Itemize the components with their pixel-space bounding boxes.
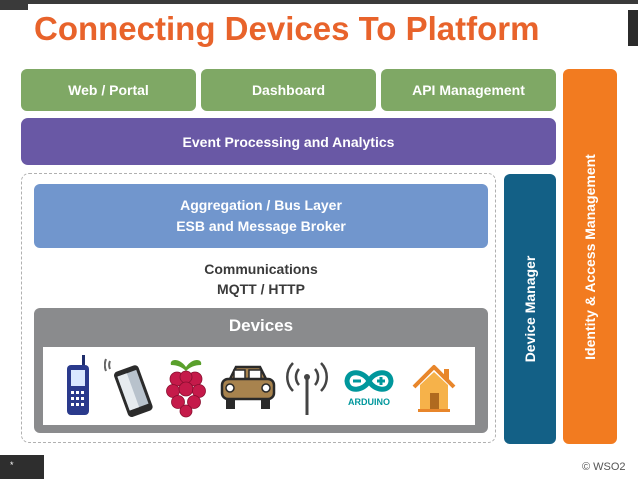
device-layer-container xyxy=(21,173,496,443)
slide-number: * xyxy=(10,460,14,470)
car-icon xyxy=(220,365,276,409)
identity-access-management-label: Identity & Access Management xyxy=(582,153,598,360)
aggregation-line1: Aggregation / Bus Layer xyxy=(180,197,342,213)
house-icon xyxy=(412,365,456,412)
arduino-label: ARDUINO xyxy=(348,397,390,407)
antenna-icon xyxy=(286,362,328,415)
communications-label: Communications MQTT / HTTP xyxy=(34,257,488,301)
title-band xyxy=(28,4,638,62)
dashboard-box: Dashboard xyxy=(201,69,376,111)
event-processing-box: Event Processing and Analytics xyxy=(21,118,556,165)
aggregation-box: Aggregation / Bus Layer ESB and Message … xyxy=(34,184,488,248)
arduino-icon: ARDUINO xyxy=(344,370,394,407)
identity-access-management-box: Identity & Access Management xyxy=(563,69,617,444)
communications-line2: MQTT / HTTP xyxy=(217,281,305,297)
title-right-accent xyxy=(628,10,638,46)
communications-line1: Communications xyxy=(204,261,318,277)
web-portal-box: Web / Portal xyxy=(21,69,196,111)
device-manager-box: Device Manager xyxy=(504,174,556,444)
devices-title: Devices xyxy=(228,316,294,335)
copyright-text: © WSO2 xyxy=(582,461,626,473)
device-manager-label: Device Manager xyxy=(522,255,538,363)
raspberry-pi-icon xyxy=(166,360,206,418)
smartphone-icon xyxy=(104,358,153,417)
mobile-phone-icon xyxy=(67,355,89,415)
footer-bar xyxy=(0,455,44,479)
slide-title: Connecting Devices To Platform xyxy=(34,10,540,47)
aggregation-line2: ESB and Message Broker xyxy=(176,218,346,234)
api-management-box: API Management xyxy=(381,69,556,111)
